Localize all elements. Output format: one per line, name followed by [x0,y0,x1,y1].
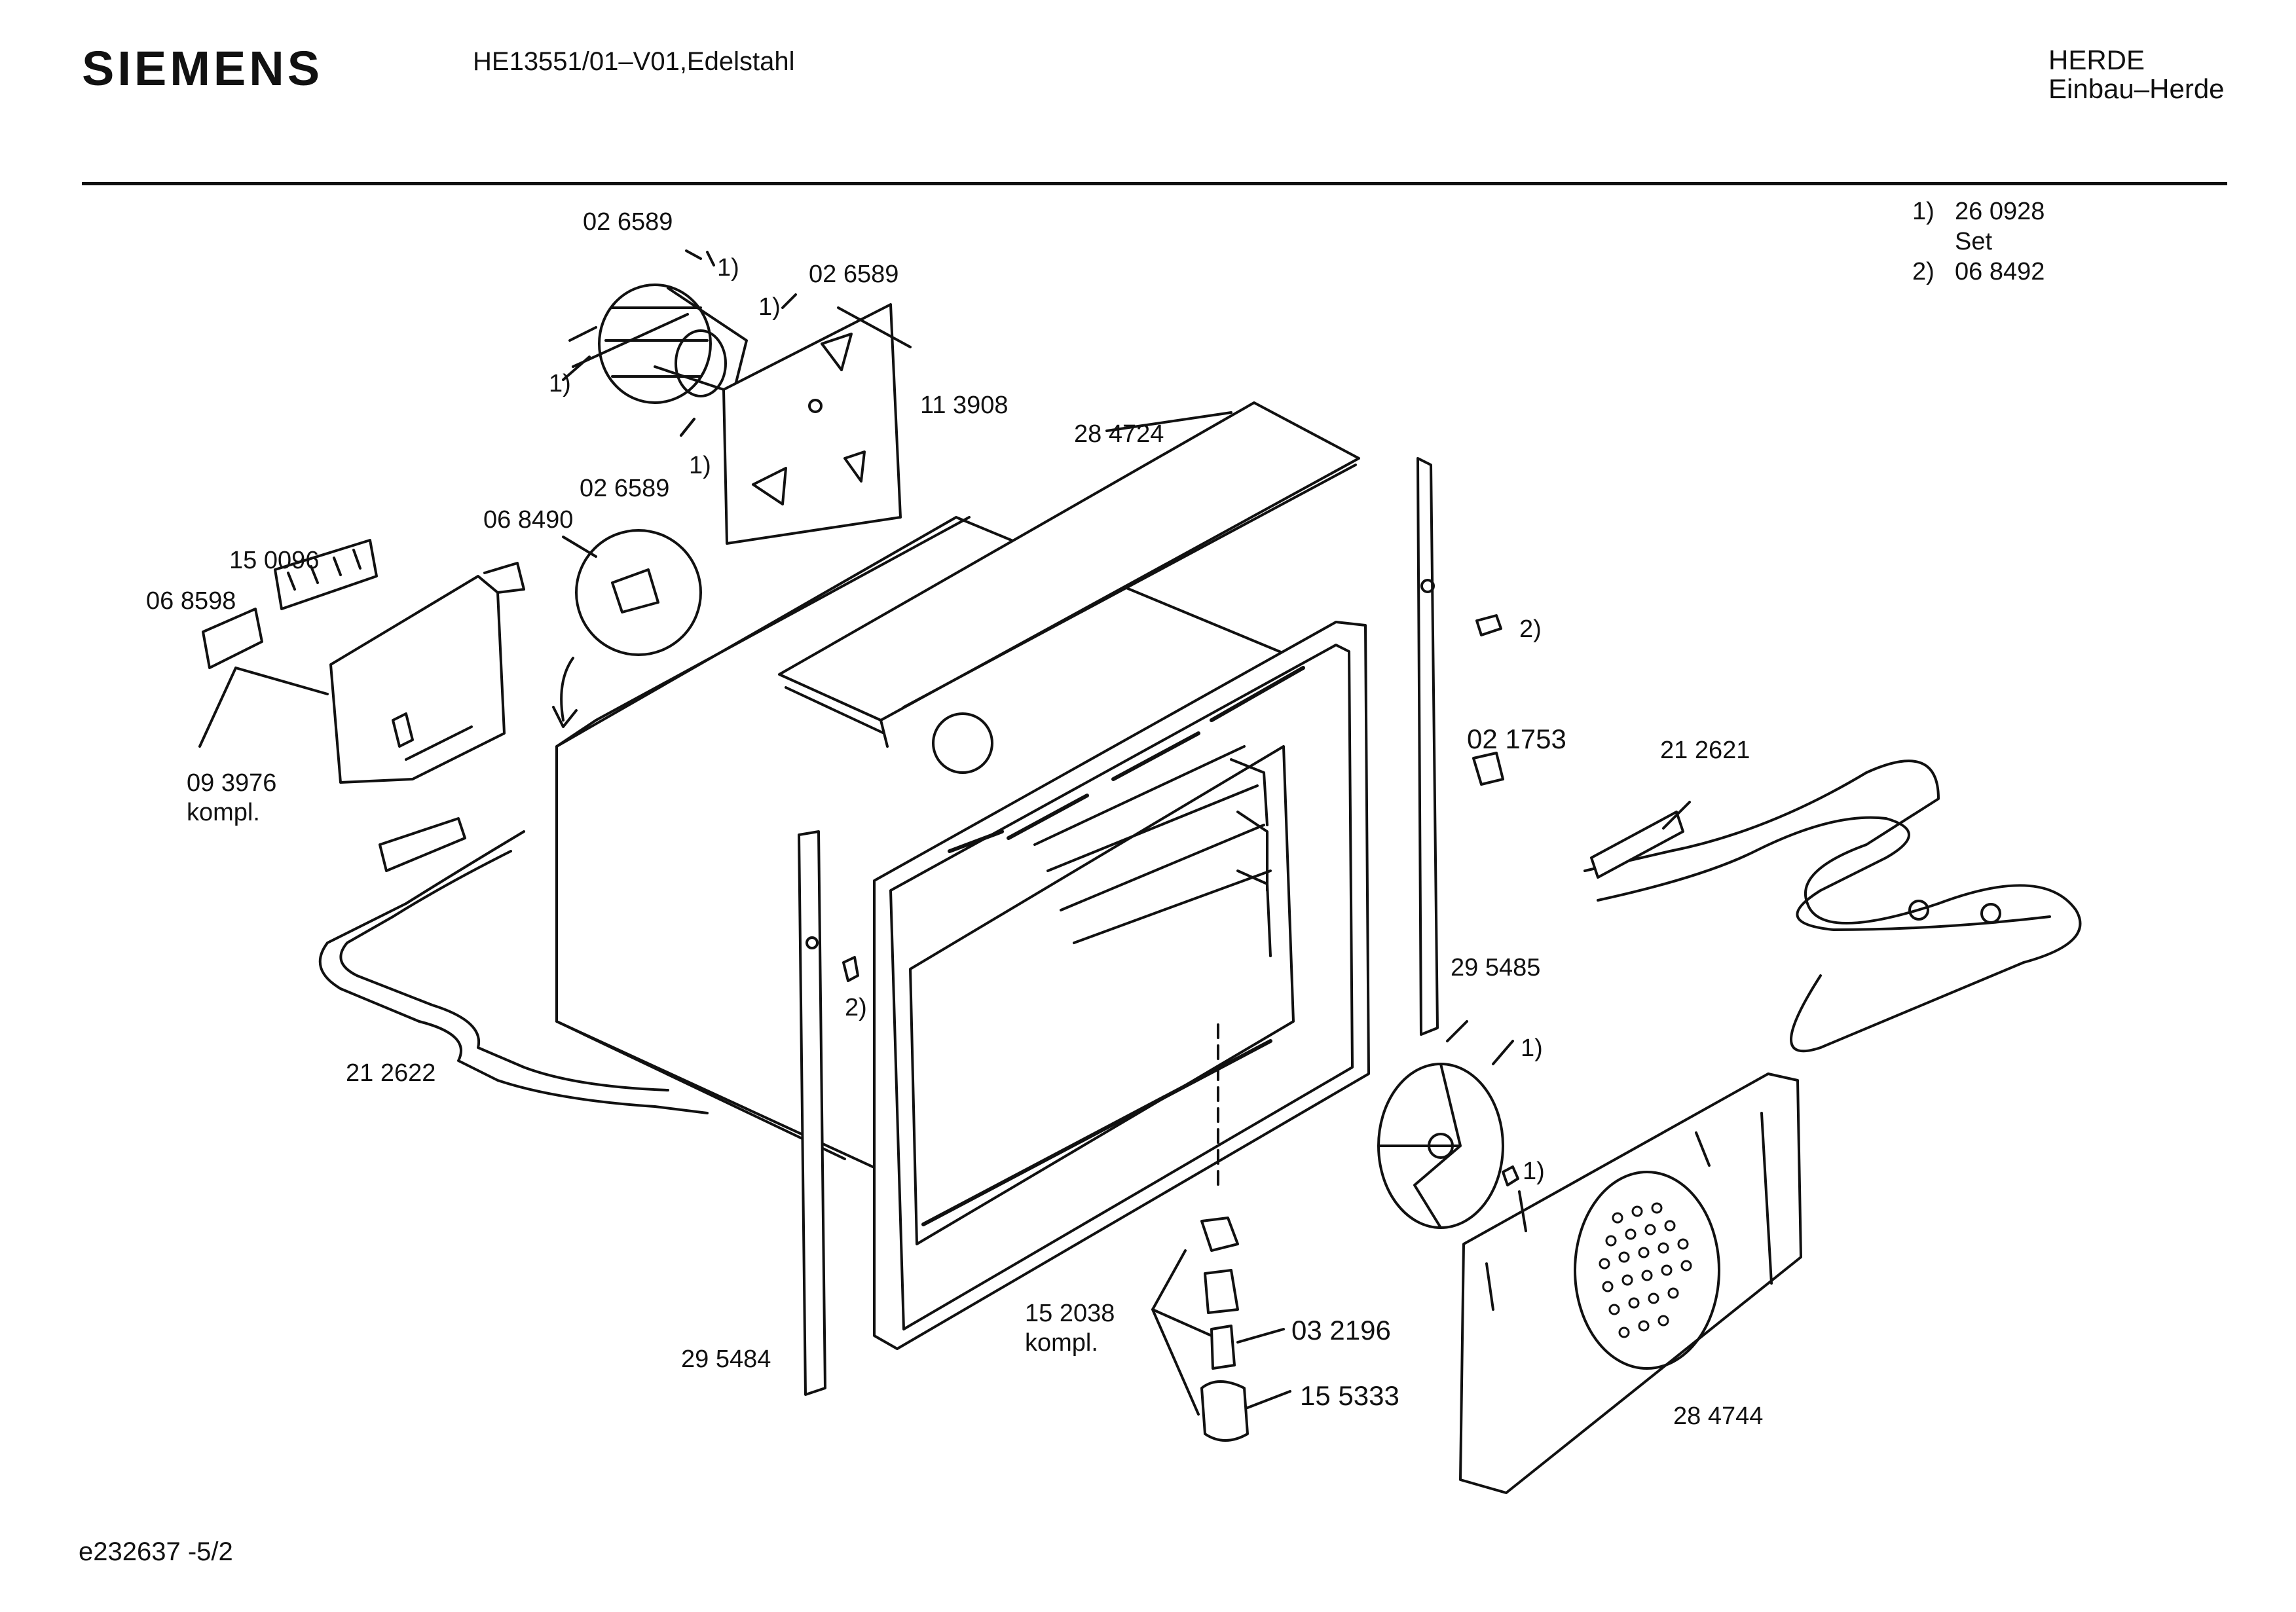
part-label-068490: 06 8490 [483,506,574,534]
convection-fan-wheel [1377,1040,1514,1229]
fan-motor-assembly [562,251,797,437]
leader-068490 [562,536,597,558]
ref-2-left: 2) [845,994,867,1021]
hinge-clip [1472,752,1504,786]
part-label-284744: 28 4744 [1673,1402,1764,1430]
part-label-093976-note: kompl. [187,799,260,826]
kit-leader-lines [198,667,329,748]
ref-2-right: 2) [1519,615,1542,643]
part-label-026589-right: 02 6589 [809,261,899,288]
clip-right [1475,614,1502,636]
oven-lamp-assembly [1151,1023,1291,1442]
document-code: e232637 -5/2 [79,1537,233,1566]
front-frame [873,621,1370,1350]
right-side-rail [1416,457,1439,1036]
part-label-284724: 28 4724 [1074,420,1164,448]
legend-ref-1: 1) [1912,198,1935,225]
part-label-152038: 15 2038 [1025,1300,1115,1327]
fan-nut [1502,1165,1519,1186]
legend-part-2: 06 8492 [1955,258,2045,285]
legend-ref-2: 2) [1912,258,1935,285]
part-label-295484: 29 5484 [681,1346,771,1373]
legend-part-1-note: Set [1955,228,1993,255]
grill-heating-element [1583,760,2082,1053]
part-label-212622: 21 2622 [346,1059,436,1087]
rear-fan-cover [1459,1072,1802,1494]
ref-1-a: 1) [717,254,739,282]
ref-1-b: 1) [758,293,781,321]
category-label: HERDE [2048,45,2145,75]
clip-left [842,956,859,982]
header-rule [82,182,2227,185]
ref-1-d: 1) [689,452,711,479]
part-label-212621: 21 2621 [1660,737,1750,764]
leader-212621 [1662,801,1691,830]
ref-1-nut: 1) [1523,1158,1545,1185]
model-title: HE13551/01–V01,Edelstahl [473,47,795,76]
part-label-155333: 15 5333 [1300,1380,1399,1411]
ref-1-c: 1) [549,370,571,397]
leader-295485 [1446,1020,1468,1042]
top-cover-plate [778,401,1360,748]
part-label-150096: 15 0096 [229,547,320,574]
part-label-068598: 06 8598 [146,587,236,615]
part-label-026589-bottom: 02 6589 [580,475,670,502]
fan-mount-plate [722,303,902,545]
part-label-152038-note: kompl. [1025,1329,1098,1357]
control-bracket [329,562,525,784]
oven-racks [1033,745,1272,957]
small-switch [202,608,263,669]
part-label-113908: 11 3908 [920,392,1009,419]
part-label-021753: 02 1753 [1467,724,1566,754]
left-side-rail [798,830,826,1396]
lower-heating-element [318,817,709,1114]
legend-part-1: 26 0928 [1955,198,2045,225]
part-label-295485: 29 5485 [1451,954,1541,981]
part-label-093976: 09 3976 [187,769,277,797]
part-label-026589-top: 02 6589 [583,208,673,236]
leader-lines-top [572,249,702,437]
part-label-032196: 03 2196 [1291,1315,1391,1346]
ref-1-fan: 1) [1521,1035,1543,1062]
switch-block [274,539,378,610]
leader-284724 [1105,411,1232,432]
leader-113908 [837,306,912,348]
brand-logo: SIEMENS [82,41,324,96]
subcategory-label: Einbau–Herde [2048,73,2225,104]
thermostat-detail [552,529,702,728]
